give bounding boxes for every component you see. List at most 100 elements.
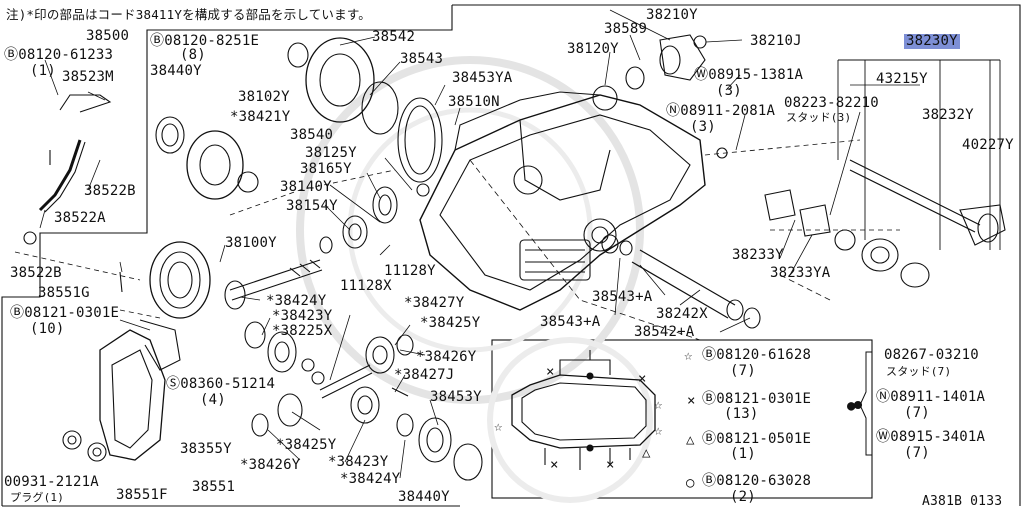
cross-marker: × (606, 457, 615, 473)
frame-right (452, 4, 1021, 506)
part-08915-1381A[interactable]: Ⓦ08915-1381A (694, 67, 804, 83)
part-38510N[interactable]: 38510N (448, 94, 500, 110)
legend-cross-qty: (13) (724, 406, 759, 422)
note-text: 注)*印の部品はコード38411Yを構成する部品を示しています。 (6, 7, 371, 22)
part-43215Y[interactable]: 43215Y (876, 71, 928, 87)
cross-marker: × (638, 371, 647, 387)
cross-icon: × (687, 393, 696, 409)
star-marker: ☆ (654, 397, 663, 413)
part-plug-qty: プラグ(1) (10, 491, 65, 504)
part-08911-2081A[interactable]: Ⓝ08911-2081A (666, 103, 776, 119)
part-38210J[interactable]: 38210J (750, 33, 802, 49)
part-11128X[interactable]: 11128X (340, 278, 392, 294)
rear-cover (99, 329, 166, 461)
part-38120Y[interactable]: 38120Y (567, 41, 619, 57)
part-qty: (3) (690, 119, 716, 135)
part-38453YA[interactable]: 38453YA (452, 70, 513, 86)
part-38522A[interactable]: 38522A (54, 210, 106, 226)
part-38427J[interactable]: *38427J (394, 367, 455, 383)
part-38543A[interactable]: 38543+A (592, 289, 653, 305)
part-38140Y[interactable]: 38140Y (280, 179, 332, 195)
frame-left (1, 5, 453, 506)
legend-cross-code[interactable]: Ⓑ08121-0301E (702, 391, 812, 407)
part-38154Y[interactable]: 38154Y (286, 198, 338, 214)
part-38242X[interactable]: 38242X (656, 306, 708, 322)
part-38426Y[interactable]: *38426Y (416, 349, 477, 365)
part-00931-2121A[interactable]: 00931-2121A (4, 474, 99, 490)
part-38427Y[interactable]: *38427Y (404, 295, 465, 311)
part-38522B-2[interactable]: 38522B (10, 265, 62, 281)
part-40227Y[interactable]: 40227Y (962, 137, 1014, 153)
part-38425Y[interactable]: *38425Y (420, 315, 481, 331)
part-11128Y[interactable]: 11128Y (384, 263, 436, 279)
part-38210Y[interactable]: 38210Y (646, 7, 698, 23)
part-38125Y[interactable]: 38125Y (305, 145, 357, 161)
part-38233Y[interactable]: 38233Y (732, 247, 784, 263)
part-38102Y[interactable]: 38102Y (238, 89, 290, 105)
part-38230Y-highlight[interactable]: 38230Y (904, 33, 960, 49)
cross-marker: × (546, 364, 555, 380)
legend-triangle-qty: (1) (730, 446, 756, 462)
part-qty: (8) (180, 47, 206, 63)
legend-nut-code[interactable]: Ⓝ08911-1401A (876, 389, 986, 405)
part-08223-82210[interactable]: 08223-82210 (784, 95, 879, 111)
part-38233YA[interactable]: 38233YA (770, 265, 831, 281)
legend-stud-code[interactable]: 08267-03210 (884, 347, 979, 363)
cross-marker: × (550, 457, 559, 473)
part-38421Y[interactable]: *38421Y (230, 109, 291, 125)
part-38424Y[interactable]: *38424Y (266, 293, 327, 309)
legend-circle-qty: (2) (730, 489, 756, 505)
part-38500[interactable]: 38500 (86, 28, 130, 44)
part-38453Y[interactable]: 38453Y (430, 389, 482, 405)
part-08360-51214[interactable]: Ⓢ08360-51214 (166, 376, 276, 392)
part-38426Y-2[interactable]: *38426Y (240, 457, 301, 473)
triangle-marker: △ (642, 445, 651, 461)
part-38551G[interactable]: 38551G (38, 285, 90, 301)
part-38543A-2[interactable]: 38543+A (540, 314, 601, 330)
legend-triangle-code[interactable]: Ⓑ08121-0501E (702, 431, 812, 447)
part-38551[interactable]: 38551 (192, 479, 236, 495)
part-38423Y-2[interactable]: *38423Y (328, 454, 389, 470)
part-qty: (1) (30, 63, 56, 79)
part-qty: (4) (200, 392, 226, 408)
part-38540[interactable]: 38540 (290, 127, 334, 143)
axle-shaft (849, 159, 981, 233)
part-38523M[interactable]: 38523M (62, 69, 114, 85)
part-38424Y-2[interactable]: *38424Y (340, 471, 401, 487)
part-38225X[interactable]: *38225X (272, 323, 333, 339)
part-38542A[interactable]: 38542+A (634, 324, 695, 340)
part-38165Y[interactable]: 38165Y (300, 161, 352, 177)
legend-star-code[interactable]: Ⓑ08120-61628 (702, 347, 812, 363)
legend-washer-code[interactable]: Ⓦ08915-3401A (876, 429, 986, 445)
triangle-icon: △ (686, 432, 695, 448)
part-08121-0301E[interactable]: Ⓑ08121-0301E (10, 305, 120, 321)
legend-nut-qty: (7) (904, 405, 930, 421)
part-08120-61233[interactable]: Ⓑ08120-61233 (4, 47, 114, 63)
part-38551F[interactable]: 38551F (116, 487, 168, 503)
part-38543[interactable]: 38543 (400, 51, 444, 67)
part-38542[interactable]: 38542 (372, 29, 416, 45)
part-38355Y[interactable]: 38355Y (180, 441, 232, 457)
part-38522B[interactable]: 38522B (84, 183, 136, 199)
star-marker: ☆ (654, 423, 663, 439)
axle-tube (631, 249, 736, 319)
part-38589[interactable]: 38589 (604, 21, 648, 37)
legend-circle-code[interactable]: Ⓑ08120-63028 (702, 473, 812, 489)
part-38425Y-2[interactable]: *38425Y (276, 437, 337, 453)
part-qty: (3) (716, 83, 742, 99)
circle-icon: ○ (686, 475, 695, 491)
part-38232Y[interactable]: 38232Y (922, 107, 974, 123)
legend-washer-qty: (7) (904, 445, 930, 461)
part-qty: (10) (30, 321, 65, 337)
diagram-code: A381B 0133 (922, 494, 1003, 509)
legend-star-qty: (7) (730, 363, 756, 379)
gasket (397, 97, 443, 183)
part-38100Y[interactable]: 38100Y (225, 235, 277, 251)
part-38440Y[interactable]: 38440Y (150, 63, 202, 79)
part-38423Y[interactable]: *38423Y (272, 308, 333, 324)
part-08120-8251E[interactable]: Ⓑ08120-8251E (150, 33, 260, 49)
part-stud-qty: スタッド(3) (786, 111, 852, 124)
star-marker: ☆ (494, 419, 503, 435)
part-38440Y-2[interactable]: 38440Y (398, 489, 450, 505)
